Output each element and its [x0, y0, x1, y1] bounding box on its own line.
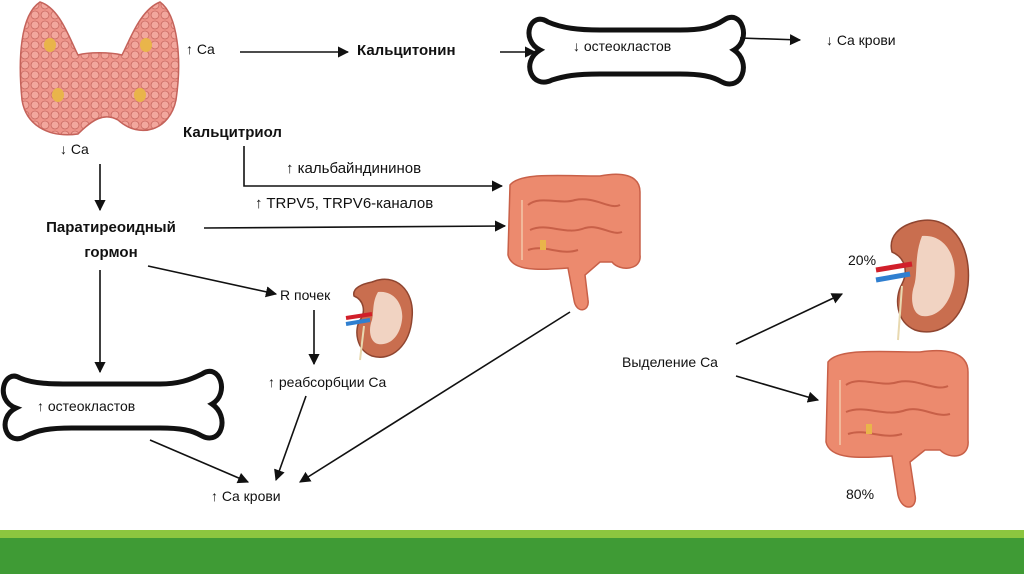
label-osteoclasts-down: ↓ остеокластов — [573, 38, 672, 54]
label-blood-ca-down: ↓ Ca крови — [826, 32, 896, 48]
label-calbindin-up: ↑ кальбайндининов — [286, 160, 422, 177]
label-pct-intestine: 80% — [846, 486, 875, 502]
kidney-small-image — [345, 278, 413, 361]
bone-left-image — [0, 369, 225, 442]
arrow-excretion-to-intestine — [735, 375, 820, 403]
arrow-excretion-to-kidney — [735, 293, 844, 345]
bone-top-image — [526, 15, 746, 87]
arrow-bone-to-blood-ca — [739, 34, 802, 46]
label-reabsorption-up: ↑ реабсорбции Ca — [268, 374, 387, 390]
arrows — [94, 34, 844, 484]
footer-bar-light — [0, 530, 1024, 538]
label-calcitonin: Кальцитонин — [357, 42, 456, 59]
label-pct-kidney: 20% — [848, 252, 877, 268]
label-calcitriol: Кальцитриол — [183, 124, 282, 141]
label-ca-down: ↓ Ca — [60, 141, 89, 157]
thyroid-gland-image — [19, 1, 180, 136]
label-trpv-up: ↑ TRPV5, TRPV6-каналов — [255, 195, 434, 212]
label-kidney-r: R почек — [280, 287, 331, 303]
arrow-pth-to-kidney — [147, 265, 278, 298]
label-ca-up: ↑ Ca — [186, 41, 215, 57]
arrow-bone-to-blood-ca-bottom — [149, 439, 250, 484]
label-osteoclasts-up: ↑ остеокластов — [37, 398, 136, 414]
footer-bar-dark — [0, 538, 1024, 574]
intestine-right-image — [825, 349, 969, 508]
arrow-intestine-to-blood-ca — [299, 311, 571, 483]
intestine-top-image — [507, 173, 641, 311]
label-pth-line1: Паратиреоидный — [46, 219, 176, 236]
kidney-large-image — [875, 219, 970, 341]
label-blood-ca-up: ↑ Ca крови — [211, 488, 281, 504]
arrow-reabsorption-to-blood-ca — [274, 395, 307, 482]
arrow-pth-to-intestine — [203, 220, 507, 232]
arrow-calcitriol-to-intestine — [243, 146, 504, 192]
label-excretion: Выделение Ca — [622, 354, 718, 370]
label-pth-line2: гормон — [84, 244, 138, 261]
